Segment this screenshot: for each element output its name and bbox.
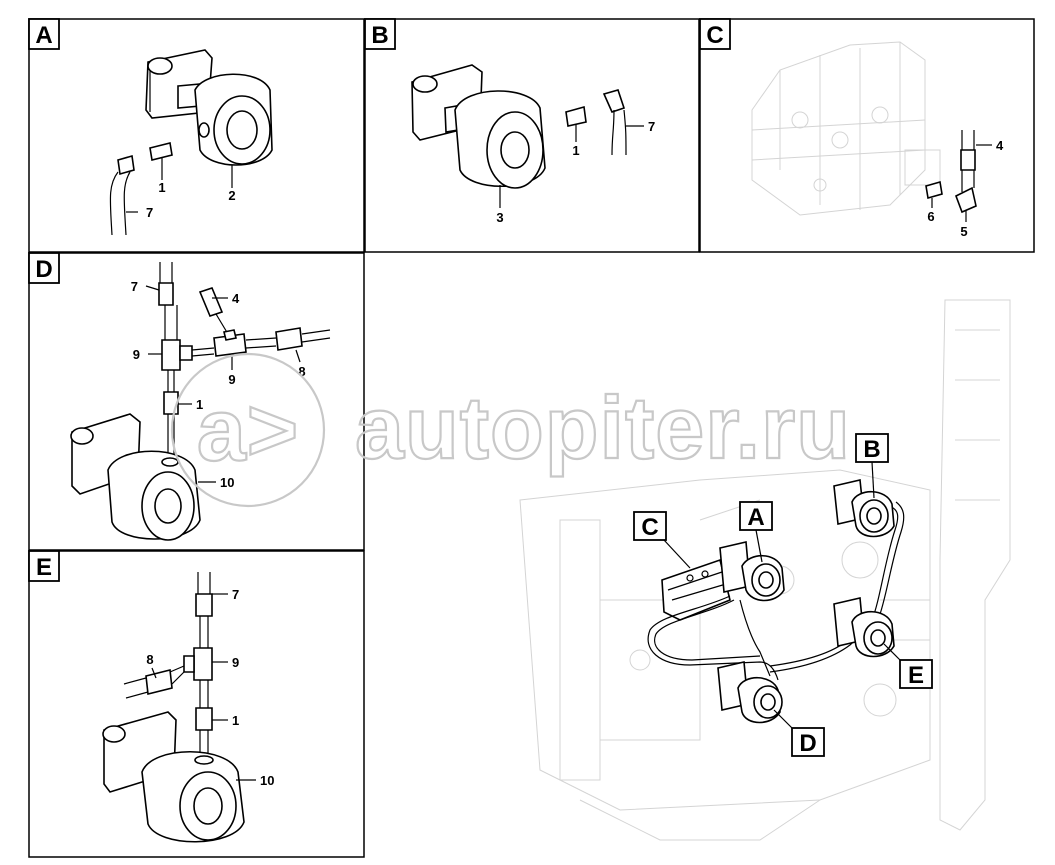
overview-callout-e: E — [883, 643, 933, 689]
svg-text:C: C — [641, 514, 658, 541]
panel-d-part-1: 1 — [196, 397, 203, 412]
panel-c-part-5: 5 — [960, 224, 967, 239]
svg-text:D: D — [799, 730, 816, 757]
panel-d-part-4: 4 — [232, 291, 240, 306]
overview-accumulator-d — [717, 661, 783, 724]
panel-d-part-8: 8 — [298, 364, 305, 379]
svg-text:A: A — [35, 22, 52, 49]
panel-e-drawing — [102, 572, 245, 843]
svg-text:E: E — [908, 662, 924, 689]
panel-e-part-7: 7 — [232, 587, 239, 602]
overview-callout-a: A — [739, 501, 773, 563]
overview-callout-b: B — [855, 433, 889, 499]
panel-d-leaders — [145, 285, 301, 483]
overview-accumulator-b — [833, 479, 895, 538]
svg-text:a>: a> — [197, 380, 299, 479]
overview-accumulator-a — [719, 541, 785, 602]
panel-a-part-2: 2 — [228, 188, 235, 203]
panel-c-part-4: 4 — [996, 138, 1004, 153]
panel-c-leaders — [931, 144, 992, 222]
svg-text:A: A — [747, 504, 764, 531]
panel-b-part-3: 3 — [496, 210, 503, 225]
overview-callout-c: C — [633, 511, 691, 569]
panel-c-part-6: 6 — [927, 209, 934, 224]
panel-d-frame — [28, 252, 365, 551]
panel-b-leaders — [499, 124, 644, 208]
panel-a-part-1: 1 — [158, 180, 165, 195]
panel-d-part-10: 10 — [220, 475, 234, 490]
panel-d-label: D — [28, 252, 60, 284]
panel-d-part-9-left: 9 — [133, 347, 140, 362]
panel-b-frame — [364, 18, 700, 253]
watermark-logo: a> — [170, 352, 326, 508]
panel-a-label: A — [28, 18, 60, 50]
panel-d-part-9-right: 9 — [228, 372, 235, 387]
panel-b-part-1: 1 — [572, 143, 579, 158]
overview-accumulator-e — [833, 597, 895, 658]
panel-d-drawing — [70, 262, 331, 541]
overview-callout-d: D — [773, 709, 825, 757]
panel-a-part-7: 7 — [146, 205, 153, 220]
panel-e-frame — [28, 550, 365, 858]
panel-a-frame — [28, 18, 365, 253]
panel-a-drawing — [109, 49, 273, 236]
overview-valve-block — [661, 558, 731, 621]
panel-e-part-1: 1 — [232, 713, 239, 728]
panel-e-leaders — [151, 593, 256, 781]
panel-e-part-9: 9 — [232, 655, 239, 670]
panel-a-leaders — [126, 158, 233, 213]
panel-b-part-7: 7 — [648, 119, 655, 134]
panel-c-frame — [699, 18, 1035, 253]
panel-b-drawing — [411, 64, 627, 189]
panel-b-label: B — [364, 18, 396, 50]
svg-text:B: B — [371, 22, 388, 49]
overview-hoses — [647, 501, 905, 681]
svg-text:D: D — [35, 256, 52, 283]
panel-e-label: E — [28, 550, 60, 582]
panel-e-part-10: 10 — [260, 773, 274, 788]
panel-d-part-7: 7 — [131, 279, 138, 294]
panel-e-part-8: 8 — [146, 652, 153, 667]
watermark-text: autopiter.ru — [355, 378, 851, 477]
svg-text:B: B — [863, 436, 880, 463]
svg-text:C: C — [706, 22, 723, 49]
panel-c-drawing — [751, 41, 977, 216]
svg-text:E: E — [36, 554, 52, 581]
panel-c-label: C — [699, 18, 731, 50]
